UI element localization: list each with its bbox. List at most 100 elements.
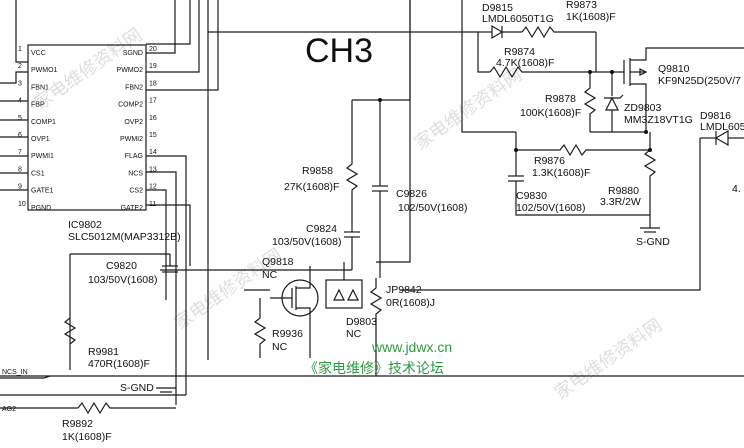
jp9842-symbol xyxy=(369,278,383,322)
c9820 xyxy=(69,253,178,370)
r9878-value: 100K(1608)F xyxy=(520,107,581,119)
ic-right-wires xyxy=(146,0,219,405)
net-ncs-in: NCS_IN xyxy=(2,369,28,376)
ic-pin-name: OVP1 xyxy=(31,136,50,143)
background-watermark: 家电维修资料网 家电维修资料网 家电维修资料网 家电维修资料网 xyxy=(31,25,666,404)
r9880-value: 3.3R/2W xyxy=(600,196,641,208)
ic-pin-number: 16 xyxy=(149,115,157,122)
sgnd-left-label: S-GND xyxy=(120,382,154,394)
ic-pin-number: 9 xyxy=(18,184,22,191)
q9818-value: NC xyxy=(262,269,278,281)
r9880-symbol xyxy=(643,132,657,215)
jp9842-ref: JP9842 xyxy=(386,284,422,296)
ic-pin-number: 6 xyxy=(18,132,22,139)
ic9802: 1VCC2PWMO13FBN14FBP5COMP16OVP17PWMI18CS1… xyxy=(18,44,181,243)
ic-pin-number: 8 xyxy=(18,166,22,173)
r9892-symbol xyxy=(77,401,176,415)
ic-pin-name: PWMI2 xyxy=(120,136,143,143)
r9936-value: NC xyxy=(272,341,288,353)
zd9803-value: MM3Z18VT1G xyxy=(624,114,693,126)
current-sense-network xyxy=(461,0,660,233)
sgnd-right-label: S-GND xyxy=(636,236,670,248)
d9815-symbol xyxy=(491,24,504,40)
r9878-ref: R9878 xyxy=(545,93,576,105)
ic-pin-name: PGND xyxy=(31,205,51,212)
d9816-value: LMDL605 xyxy=(700,121,744,133)
r9873-value: 1K(1608)F xyxy=(566,11,616,23)
gate-drive-network xyxy=(208,24,744,134)
r9858-value: 27K(1608)F xyxy=(284,181,339,193)
ic-pin-number: 19 xyxy=(149,63,157,70)
d9803-ref: D9803 xyxy=(346,316,377,328)
ic-pin-name: FBN2 xyxy=(125,84,143,91)
ic-pin-name: SGND xyxy=(123,50,143,57)
r9936-symbol xyxy=(253,298,267,358)
watermark-url: www.jdwx.cn xyxy=(371,339,452,355)
q9818-ref: Q9818 xyxy=(262,256,294,268)
r9981 xyxy=(63,317,77,345)
ic-pin-number: 14 xyxy=(149,149,157,156)
ic-pin-number: 15 xyxy=(149,132,157,139)
ic-pin-name: FBP xyxy=(31,102,45,109)
ic-pin-name: FBN1 xyxy=(31,84,49,91)
ic-pin-number: 12 xyxy=(149,184,157,191)
r9874-value: 4.7K(1608)F xyxy=(496,57,554,69)
site-watermark: www.jdwx.cn 《家电维修》技术论坛 xyxy=(304,339,452,376)
ic-pin-number: 1 xyxy=(18,46,22,53)
ic-pin-name: PWMO2 xyxy=(117,67,144,74)
ic-pin-number: 2 xyxy=(18,63,22,70)
r9873-ref: R9873 xyxy=(566,0,597,11)
left-bus-wires xyxy=(0,0,28,191)
ic-pin-name: COMP1 xyxy=(31,119,56,126)
r9936-ref: R9936 xyxy=(272,328,303,340)
jp9842-value: 0R(1608)J xyxy=(386,297,435,309)
ic-pin-name: NCS xyxy=(128,170,143,177)
svg-text:家电维修资料网: 家电维修资料网 xyxy=(551,315,666,404)
ic-pin-name: FLAG xyxy=(125,153,143,160)
r9981-symbol xyxy=(63,317,77,345)
net-flag: AG2 xyxy=(2,406,16,413)
zd9803-ref: ZD9803 xyxy=(624,102,662,114)
r9981-ref: R9981 xyxy=(88,346,119,358)
ic-pin-number: 3 xyxy=(18,80,22,87)
ic-pin-name: COMP2 xyxy=(118,102,143,109)
r9876-ref: R9876 xyxy=(534,155,565,167)
r9880-ref: R9880 xyxy=(608,185,639,197)
d9803-value: NC xyxy=(346,328,362,340)
ic9802-part: SLC5012M(MAP3312B) xyxy=(68,231,181,243)
r9876-value: 1.3K(1608)F xyxy=(532,167,590,179)
q9818-d9803-area xyxy=(160,0,411,376)
ic-pin-name: VCC xyxy=(31,50,46,57)
r9858-ref: R9858 xyxy=(302,165,333,177)
c9824-ref: C9824 xyxy=(306,223,337,235)
ic-pin-number: 18 xyxy=(149,80,157,87)
ic-pin-number: 17 xyxy=(149,98,157,105)
watermark-forum: 《家电维修》技术论坛 xyxy=(304,360,444,376)
q9810-ref: Q9810 xyxy=(658,63,690,75)
c9830-value: 102/50V(1608) xyxy=(516,202,585,214)
c9830-ref: C9830 xyxy=(516,190,547,202)
c9820-value: 103/50V(1608) xyxy=(88,274,157,286)
page-heading: CH3 xyxy=(305,32,373,70)
c9820-ref: C9820 xyxy=(106,260,137,272)
ic-pin-name: PWMO1 xyxy=(31,67,58,74)
ic9802-ref: IC9802 xyxy=(68,219,102,231)
d9803-symbol xyxy=(325,279,363,309)
d9815-ref: D9815 xyxy=(482,2,513,14)
d9815-value: LMDL6050T1G xyxy=(482,13,554,25)
ic-pin-number: 13 xyxy=(149,166,157,173)
c9826-value: 102/50V(1608) xyxy=(398,202,467,214)
ic-pin-number: 5 xyxy=(18,115,22,122)
zd9803-symbol xyxy=(605,96,619,111)
ic-pin-number: 7 xyxy=(18,149,22,156)
r9874-ref: R9874 xyxy=(504,46,535,58)
ic-pin-name: GATE1 xyxy=(31,188,54,195)
ic-pin-name: CS2 xyxy=(129,188,143,195)
r9892-ref: R9892 xyxy=(62,418,93,430)
svg-text:家电维修资料网: 家电维修资料网 xyxy=(411,65,526,154)
ic-pin-number: 20 xyxy=(149,46,157,53)
r9858-symbol xyxy=(345,150,359,210)
